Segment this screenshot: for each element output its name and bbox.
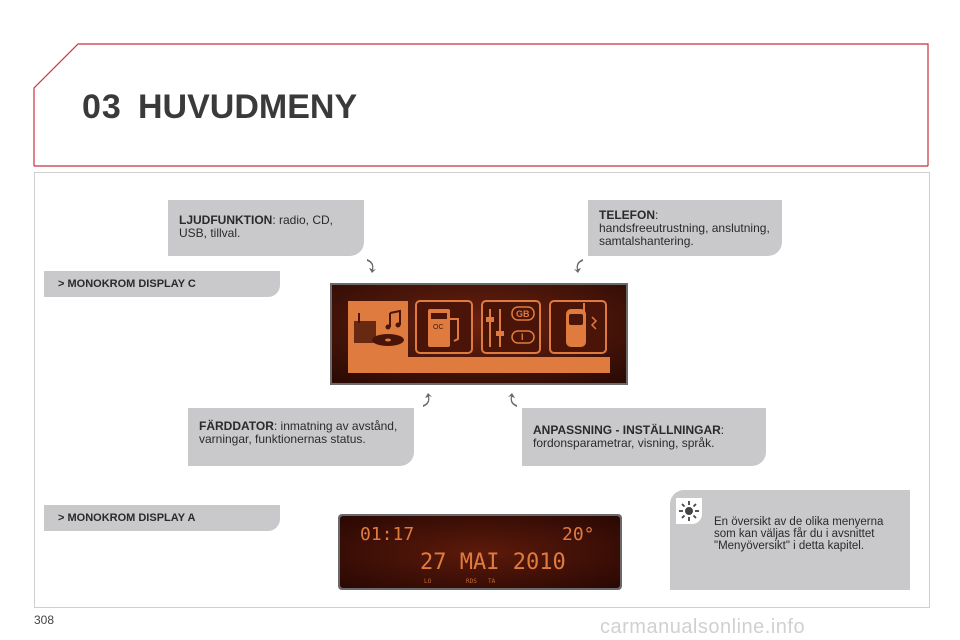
language-tag: GB: [516, 309, 530, 319]
callout-audio: LJUDFUNKTION: radio, CD, USB, tillval.: [168, 200, 364, 256]
callout-phone-text: handsfreeutrustning, anslutning, samtals…: [599, 221, 770, 248]
callout-audio-text: : radio, CD, USB, tillval.: [179, 213, 334, 240]
callout-phone: TELEFON: handsfreeutrustning, anslutning…: [588, 200, 782, 256]
display-a-screen: 01:17 20° 27 MAI 2010 LO RDS TA: [338, 514, 622, 590]
settings-language-icon: GB I: [481, 300, 541, 354]
callout-settings: ANPASSNING - INSTÄLLNINGAR: fordonsparam…: [522, 408, 766, 466]
phone-icon: [549, 300, 607, 354]
callout-phone-colon: :: [655, 208, 659, 222]
callout-settings-text: fordonsparametrar, visning, språk.: [533, 436, 715, 450]
indicator-lo: LO: [424, 578, 432, 585]
callout-trip-text: : inmatning av avstånd, varningar, funkt…: [199, 419, 398, 446]
section-label-display-a: > MONOKROM DISPLAY A: [44, 505, 280, 531]
header-frame: [33, 43, 929, 167]
arrow-down-left-icon: [574, 259, 583, 273]
callout-settings-title: ANPASSNING - INSTÄLLNINGAR: [533, 423, 721, 437]
section-label-display-c: > MONOKROM DISPLAY C: [44, 271, 280, 297]
display-c-screen: OC GB I: [330, 283, 628, 385]
callout-trip-computer: FÄRDDATOR: inmatning av avstånd, varning…: [188, 408, 414, 466]
info-tag: I: [521, 332, 524, 342]
indicator-ta: TA: [488, 578, 496, 585]
page-number: 308: [34, 613, 55, 627]
arrow-down-right-icon: [367, 259, 376, 273]
oc-label: OC: [433, 324, 444, 331]
clock-time: 01:17: [360, 524, 414, 545]
callout-settings-colon: :: [720, 423, 725, 437]
arrow-up-right-icon: [423, 393, 432, 407]
callout-audio-title: LJUDFUNKTION: [179, 213, 273, 227]
sun-icon: [679, 501, 699, 521]
watermark: carmanualsonline.info: [600, 616, 806, 638]
indicator-rds: RDS: [466, 578, 477, 585]
trip-computer-icon: OC: [415, 300, 473, 354]
arrow-up-left-icon: [508, 393, 517, 407]
tip-box: En översikt av de olika menyerna som kan…: [670, 490, 910, 590]
page-title: HUVUDMENY: [138, 88, 358, 126]
chapter-number: 03: [82, 88, 122, 126]
callout-trip-title: FÄRDDATOR: [199, 419, 274, 433]
tip-text: En översikt av de olika menyerna som kan…: [714, 516, 884, 552]
outside-temperature: 20°: [562, 524, 595, 545]
callout-phone-title: TELEFON: [599, 208, 655, 222]
date-display: 27 MAI 2010: [420, 550, 566, 575]
tip-icon-badge: [676, 498, 702, 524]
audio-media-icon: [348, 301, 408, 359]
